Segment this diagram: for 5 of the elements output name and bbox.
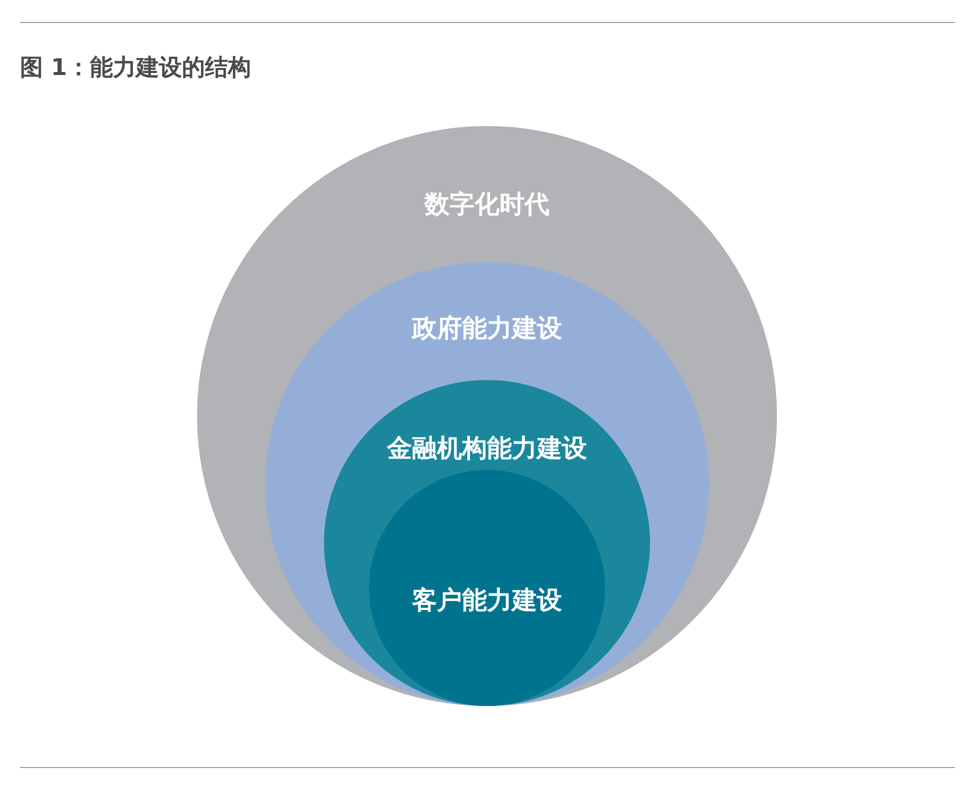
circle-label: 金融机构能力建设 <box>387 432 587 464</box>
circle-label: 数字化时代 <box>424 188 550 220</box>
circle-label: 客户能力建设 <box>412 584 562 616</box>
circle-label: 政府能力建设 <box>412 312 562 344</box>
figure-title: 图 1：能力建设的结构 <box>20 54 252 83</box>
